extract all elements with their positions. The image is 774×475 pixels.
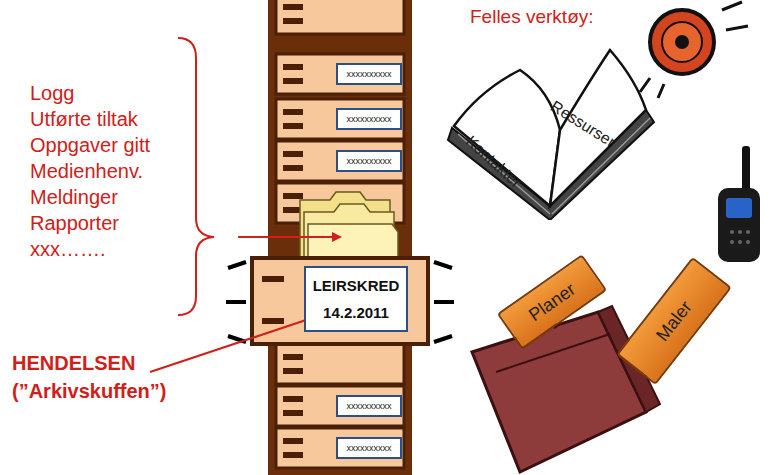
- list-item: Oppgaver gitt: [30, 134, 150, 157]
- drawer-label: xxxxxxxxxx: [336, 437, 402, 459]
- drawer-label-text: xxxxxxxxxx: [347, 114, 392, 124]
- list-item: xxx…….: [30, 238, 106, 261]
- open-book: KontakterRessurser: [440, 30, 660, 220]
- open-drawer: [252, 258, 428, 344]
- callout-label: HENDELSEN: [12, 352, 135, 375]
- motion-marks: [226, 262, 454, 342]
- drawer-label-text: xxxxxxxxxx: [347, 443, 392, 453]
- brace: [178, 38, 214, 315]
- book-cover: Maler: [616, 257, 732, 385]
- list-item: Meldinger: [30, 186, 118, 209]
- pointer-arrow: [150, 316, 318, 372]
- folders: [300, 192, 398, 262]
- pointer-arrow: [238, 236, 340, 238]
- briefcase: [472, 306, 660, 472]
- drawer-label: LEIRSKRED 14.2.2011: [304, 266, 408, 332]
- drawer-label-text: xxxxxxxxxx: [347, 401, 392, 411]
- list-item: Medienhenv.: [30, 160, 143, 183]
- alarm-bell: [640, 2, 748, 98]
- heading-label: Felles verktøy:: [470, 6, 594, 28]
- case-title: LEIRSKRED 14.2.2011: [312, 272, 400, 326]
- drawer-label: xxxxxxxxxx: [336, 63, 402, 85]
- drawer-label: xxxxxxxxxx: [336, 395, 402, 417]
- walkie-talkie: [718, 146, 760, 262]
- book-title: Planer: [525, 278, 580, 325]
- open-book-drawing: [440, 30, 660, 220]
- drawer-label: xxxxxxxxxx: [336, 150, 402, 172]
- cabinet-drawers: [276, 0, 404, 468]
- list-item: Logg: [30, 82, 75, 105]
- list-item: Rapporter: [30, 212, 119, 235]
- callout-label: (”Arkivskuffen”): [12, 380, 166, 403]
- drawer-label-text: xxxxxxxxxx: [347, 69, 392, 79]
- book-title: Maler: [652, 297, 696, 345]
- drawer-label: xxxxxxxxxx: [336, 108, 402, 130]
- list-item: Utførte tiltak: [30, 108, 138, 131]
- drawer-label-text: xxxxxxxxxx: [347, 156, 392, 166]
